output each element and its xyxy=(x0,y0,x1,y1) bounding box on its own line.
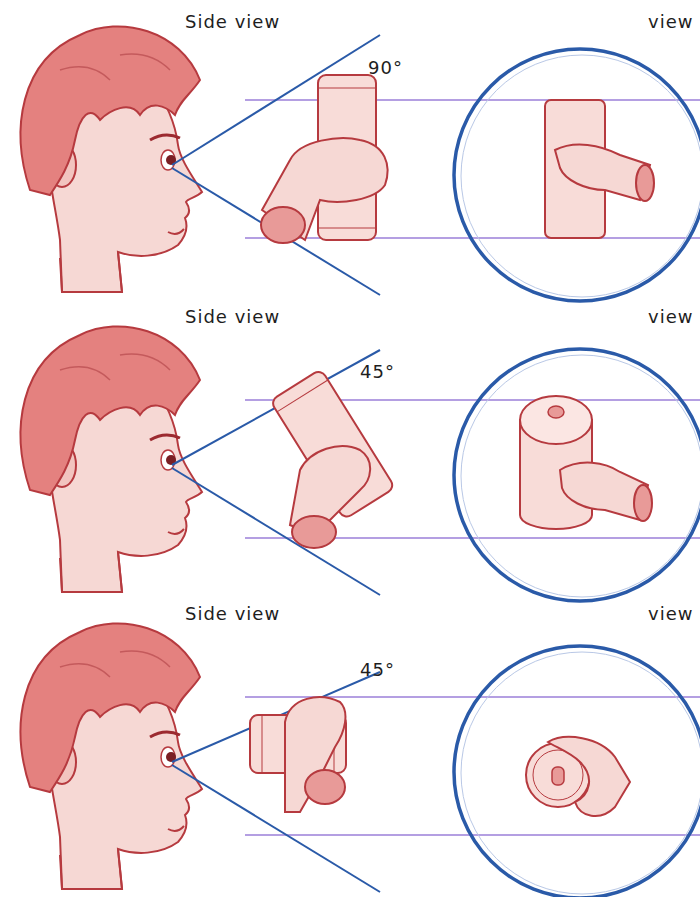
row-45-a xyxy=(21,326,700,601)
drawing-ellipse xyxy=(305,770,345,804)
angle-label: 45° xyxy=(360,362,395,382)
drawing-line xyxy=(277,380,328,412)
angle-label: 45° xyxy=(360,660,395,680)
drawing-line xyxy=(318,88,376,89)
drawing-use xyxy=(21,326,202,592)
drawing-line xyxy=(318,228,376,229)
drawing-ellipse xyxy=(548,406,564,418)
view-title: view xyxy=(648,604,693,624)
view-title: view xyxy=(648,12,693,32)
drawing-ellipse xyxy=(261,207,305,243)
drawing-circle xyxy=(454,646,700,897)
view-title: Side view xyxy=(185,12,280,32)
drawing-circle xyxy=(454,349,700,601)
drawing-use xyxy=(21,26,202,292)
drawing-path xyxy=(548,737,630,816)
drawing-circle xyxy=(461,55,700,297)
drawing-circle xyxy=(461,355,700,597)
row-45-b xyxy=(21,623,700,897)
drawing-line xyxy=(245,99,700,101)
view-title: Side view xyxy=(185,604,280,624)
drawing-circle xyxy=(461,652,700,894)
drawing-ellipse xyxy=(292,516,336,548)
view-title: view xyxy=(648,307,693,327)
row-90 xyxy=(21,26,700,301)
drawing-path xyxy=(555,145,650,200)
view-title: Side view xyxy=(185,307,280,327)
drawing-path xyxy=(285,697,345,812)
drawing-line xyxy=(262,715,263,773)
drawing-rect xyxy=(552,767,564,785)
drawing-circle xyxy=(454,49,700,301)
angle-label: 90° xyxy=(368,58,403,78)
drawing-ellipse xyxy=(634,485,652,521)
drawing-use xyxy=(21,623,202,889)
drawing-ellipse xyxy=(520,396,592,444)
drawing-line xyxy=(172,765,380,892)
drawing-ellipse xyxy=(636,165,654,201)
